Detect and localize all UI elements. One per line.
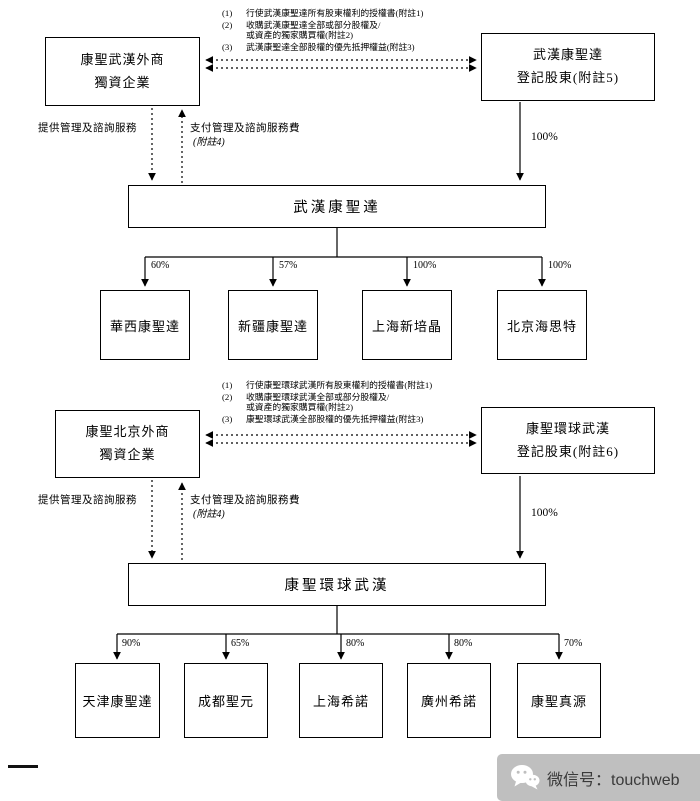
note-number: (1) bbox=[222, 380, 233, 390]
subsidiary-box: 上海希諾 bbox=[299, 663, 383, 738]
subsidiary-pct: 60% bbox=[151, 260, 170, 271]
note-number: (3) bbox=[222, 42, 233, 53]
subsidiary-pct: 100% bbox=[413, 260, 437, 271]
note-item: (1) 行使武漢康聖達所有股東權利的授權書(附註1) bbox=[222, 8, 474, 19]
note-item: (2) 收購武漢康聖達全部或部分股權及/ 或資產的獨家購買權(附註2) bbox=[222, 20, 474, 41]
subsidiary-box: 北京海思特 bbox=[497, 290, 587, 360]
note-item: (1) 行使康聖環球武漢所有股東權利的授權書(附註1) bbox=[222, 380, 474, 391]
bottom-pay-fees-note: (附註4) bbox=[193, 509, 225, 520]
top-registered-shareholders-box: 武漢康聖達 登記股東(附註5) bbox=[481, 33, 655, 101]
subsidiary-box: 天津康聖達 bbox=[75, 663, 160, 738]
subsidiary-pct: 100% bbox=[548, 260, 572, 271]
subsidiary-box: 康聖真源 bbox=[517, 663, 601, 738]
subsidiary-box: 華西康聖達 bbox=[100, 290, 190, 360]
subsidiary-box: 新疆康聖達 bbox=[228, 290, 318, 360]
note-item: (2) 收購康聖環球武漢全部或部分股權及/ 或資產的獨家購買權(附註2) bbox=[222, 392, 474, 413]
note-number: (3) bbox=[222, 414, 233, 425]
note-text: 收購康聖環球武漢全部或部分股權及/ 或資產的獨家購買權(附註2) bbox=[246, 391, 390, 413]
subsidiary-box: 上海新培晶 bbox=[362, 290, 452, 360]
subsidiary-pct: 65% bbox=[231, 638, 250, 649]
top-pay-fees-label: 支付管理及諮詢服務費 bbox=[190, 123, 300, 134]
wechat-icon bbox=[510, 764, 540, 791]
top-wfoe-box: 康聖武漢外商 獨資企業 bbox=[45, 37, 200, 106]
note-text: 行使康聖環球武漢所有股東權利的授權書(附註1) bbox=[246, 380, 433, 390]
note-item: (3) 康聖環球武漢全部股權的優先抵押權益(附註3) bbox=[222, 414, 474, 425]
note-text: 武漢康聖達全部股權的優先抵押權益(附註3) bbox=[246, 42, 415, 53]
top-parent-company-box: 武漢康聖達 bbox=[128, 185, 546, 228]
note-number: (1) bbox=[222, 8, 233, 18]
subsidiary-pct: 80% bbox=[454, 638, 473, 649]
subsidiary-pct: 70% bbox=[564, 638, 583, 649]
bottom-wfoe-box: 康聖北京外商 獨資企業 bbox=[55, 410, 200, 478]
subsidiary-box: 成都聖元 bbox=[184, 663, 268, 738]
page-corner-line bbox=[8, 765, 38, 768]
watermark-bar: 微信号：touchweb bbox=[497, 754, 700, 801]
top-ownership-pct: 100% bbox=[531, 131, 558, 143]
note-number: (2) bbox=[222, 391, 233, 402]
note-text: 收購武漢康聖達全部或部分股權及/ 或資產的獨家購買權(附註2) bbox=[246, 19, 381, 41]
bottom-pay-fees-label: 支付管理及諮詢服務費 bbox=[190, 495, 300, 506]
bottom-registered-shareholders-box: 康聖環球武漢 登記股東(附註6) bbox=[481, 407, 655, 474]
bottom-parent-company-box: 康聖環球武漢 bbox=[128, 563, 546, 606]
top-notes-list: (1) 行使武漢康聖達所有股東權利的授權書(附註1) (2) 收購武漢康聖達全部… bbox=[222, 8, 474, 54]
note-item: (3) 武漢康聖達全部股權的優先抵押權益(附註3) bbox=[222, 42, 474, 53]
bottom-notes-list: (1) 行使康聖環球武漢所有股東權利的授權書(附註1) (2) 收購康聖環球武漢… bbox=[222, 380, 474, 426]
wechat-label: 微信号：touchweb bbox=[547, 771, 680, 789]
subsidiary-box: 廣州希諾 bbox=[407, 663, 491, 738]
note-number: (2) bbox=[222, 19, 233, 30]
bottom-provide-services-label: 提供管理及諮詢服務 bbox=[38, 495, 137, 506]
bottom-ownership-pct: 100% bbox=[531, 507, 558, 519]
subsidiary-pct: 90% bbox=[122, 638, 141, 649]
subsidiary-pct: 57% bbox=[279, 260, 298, 271]
note-text: 行使武漢康聖達所有股東權利的授權書(附註1) bbox=[246, 8, 424, 18]
top-provide-services-label: 提供管理及諮詢服務 bbox=[38, 123, 137, 134]
subsidiary-pct: 80% bbox=[346, 638, 365, 649]
top-pay-fees-note: (附註4) bbox=[193, 137, 225, 148]
note-text: 康聖環球武漢全部股權的優先抵押權益(附註3) bbox=[246, 414, 424, 425]
